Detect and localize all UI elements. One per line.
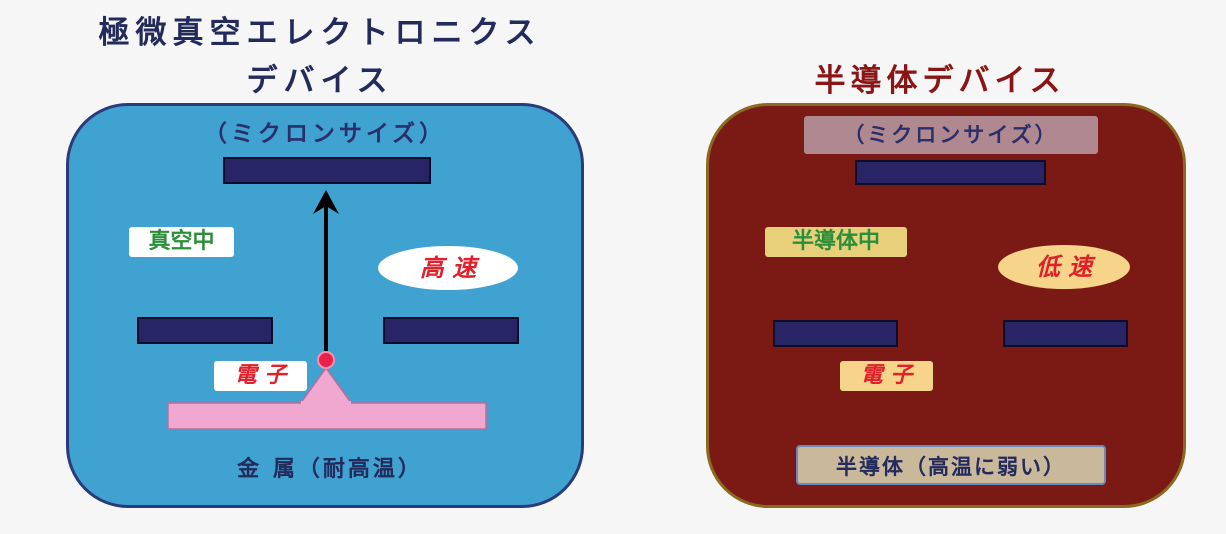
left-arrowhead-icon [313,190,339,214]
left-medium-label: 真空中 [129,227,234,257]
left-metal-substrate [167,402,487,430]
right-anode-bar [855,160,1046,185]
right-gate-bar-right [1003,320,1128,347]
left-base-label: 金 属（耐高温） [237,457,423,482]
right-speed-label: 低 速 [998,245,1130,289]
right-medium-label: 半導体中 [765,227,907,257]
left-gate-bar-right [383,317,519,344]
left-speed-label: 高 速 [378,246,518,290]
left-anode-bar [223,157,431,184]
left-emitter-tip [298,366,354,405]
right-title: 半導体デバイス [814,63,1066,99]
left-electron-label: 電 子 [214,361,307,391]
left-title-line1: 極微真空エレクトロニクス [98,15,542,51]
right-electron-label: 電 子 [840,361,933,391]
left-title-line2: デバイス [246,63,394,99]
right-gate-bar-left [773,320,898,347]
right-size-label: （ミクロンサイズ） [804,116,1098,154]
left-size-label: （ミクロンサイズ） [203,121,447,147]
right-base-label: 半導体（高温に弱い） [796,445,1106,485]
left-tip-join [301,401,351,406]
left-gate-bar-left [137,317,273,344]
left-electron-icon [317,351,335,369]
